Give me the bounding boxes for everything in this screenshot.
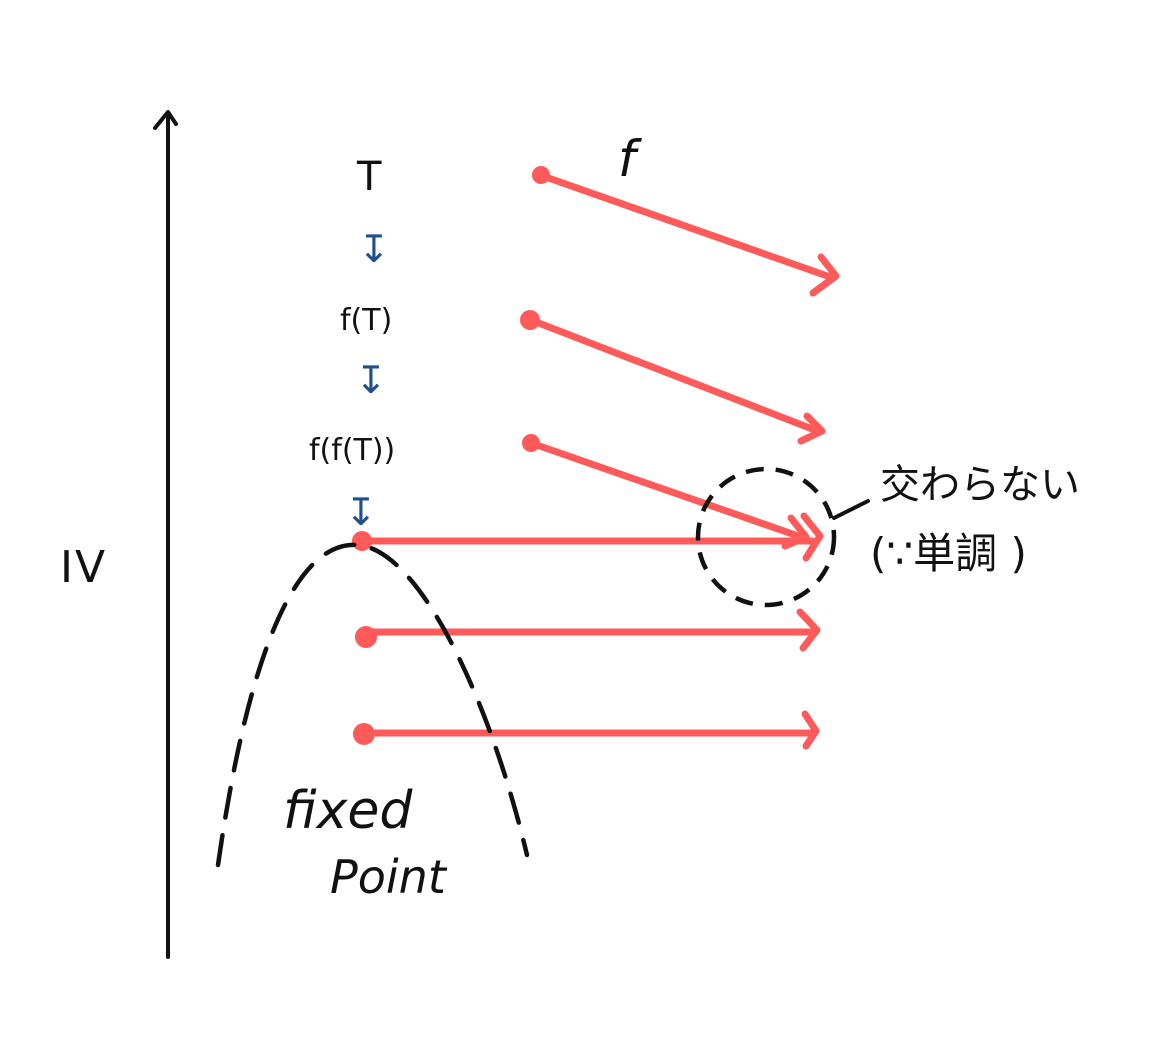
down-arrow-icon: ↧ (358, 227, 390, 271)
fixed-point-label-line2: Point (330, 850, 448, 904)
callout-line (832, 499, 870, 520)
down-arrow-icon: ↧ (345, 490, 377, 534)
sequence-label-t: T (356, 154, 382, 200)
arrow-right-icon (362, 608, 821, 652)
note-line1: 交わらない (880, 462, 1080, 508)
vertical-axis (153, 110, 178, 959)
arrow-right-icon (360, 710, 820, 750)
start-points (352, 166, 550, 745)
arrow-right-icon (527, 316, 826, 445)
note-line2: (∵単調 ) (870, 529, 1027, 578)
arrow-right-icon (358, 512, 824, 562)
dashed-circle (695, 466, 837, 608)
mapping-arrows (358, 171, 840, 750)
arrow-right-icon (527, 439, 810, 550)
fixed-point-curve (215, 542, 530, 868)
fixed-point-label-line1: fixed (283, 781, 413, 841)
down-arrow-icon: ↧ (355, 358, 387, 402)
function-label: f (618, 130, 642, 188)
sequence-label-f-f-t: f(f(T)) (309, 433, 395, 468)
sequence-label-f-t: f(T) (340, 303, 392, 338)
axis-label: IV (60, 542, 107, 593)
arrow-right-icon (536, 171, 840, 297)
